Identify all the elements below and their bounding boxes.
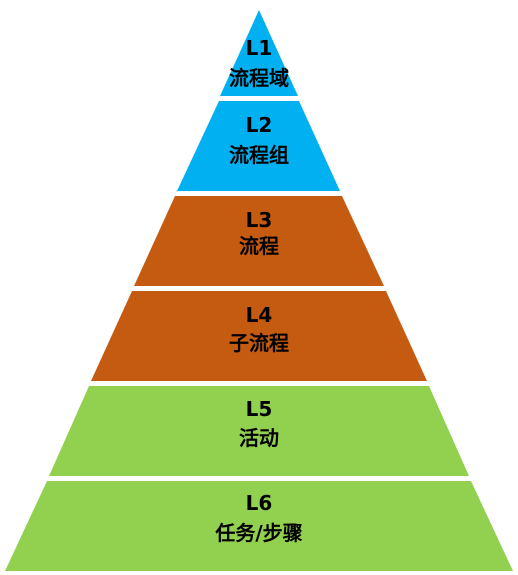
tier-l4-code: L4 — [246, 303, 273, 327]
tier-l3-code: L3 — [246, 208, 273, 232]
tier-l1-code: L1 — [246, 36, 273, 60]
pyramid-tier-l5: L5 活动 — [49, 386, 469, 476]
tier-l6-name: 任务/步骤 — [214, 521, 302, 545]
tier-l5-name: 活动 — [239, 426, 279, 450]
pyramid-tier-l6: L6 任务/步骤 — [5, 481, 513, 571]
tier-l6-shape — [5, 481, 513, 571]
tier-l1-shape — [220, 10, 298, 96]
pyramid-tier-l3: L3 流程 — [134, 196, 384, 286]
tier-l2-name: 流程组 — [229, 143, 289, 167]
tier-l2-shape — [177, 101, 340, 191]
pyramid-tier-l1: L1 流程域 — [220, 10, 298, 96]
tier-l6-code: L6 — [246, 491, 273, 515]
tier-l1-name: 流程域 — [229, 66, 289, 90]
tier-l3-name: 流程 — [239, 234, 279, 258]
tier-l4-shape — [91, 291, 427, 381]
tier-l5-code: L5 — [246, 397, 273, 421]
pyramid-tier-l2: L2 流程组 — [177, 101, 340, 191]
pyramid-tier-l4: L4 子流程 — [91, 291, 427, 381]
tier-l5-shape — [49, 386, 469, 476]
tier-l3-shape — [134, 196, 384, 286]
tier-l2-code: L2 — [246, 113, 273, 137]
tier-l4-name: 子流程 — [229, 331, 289, 355]
